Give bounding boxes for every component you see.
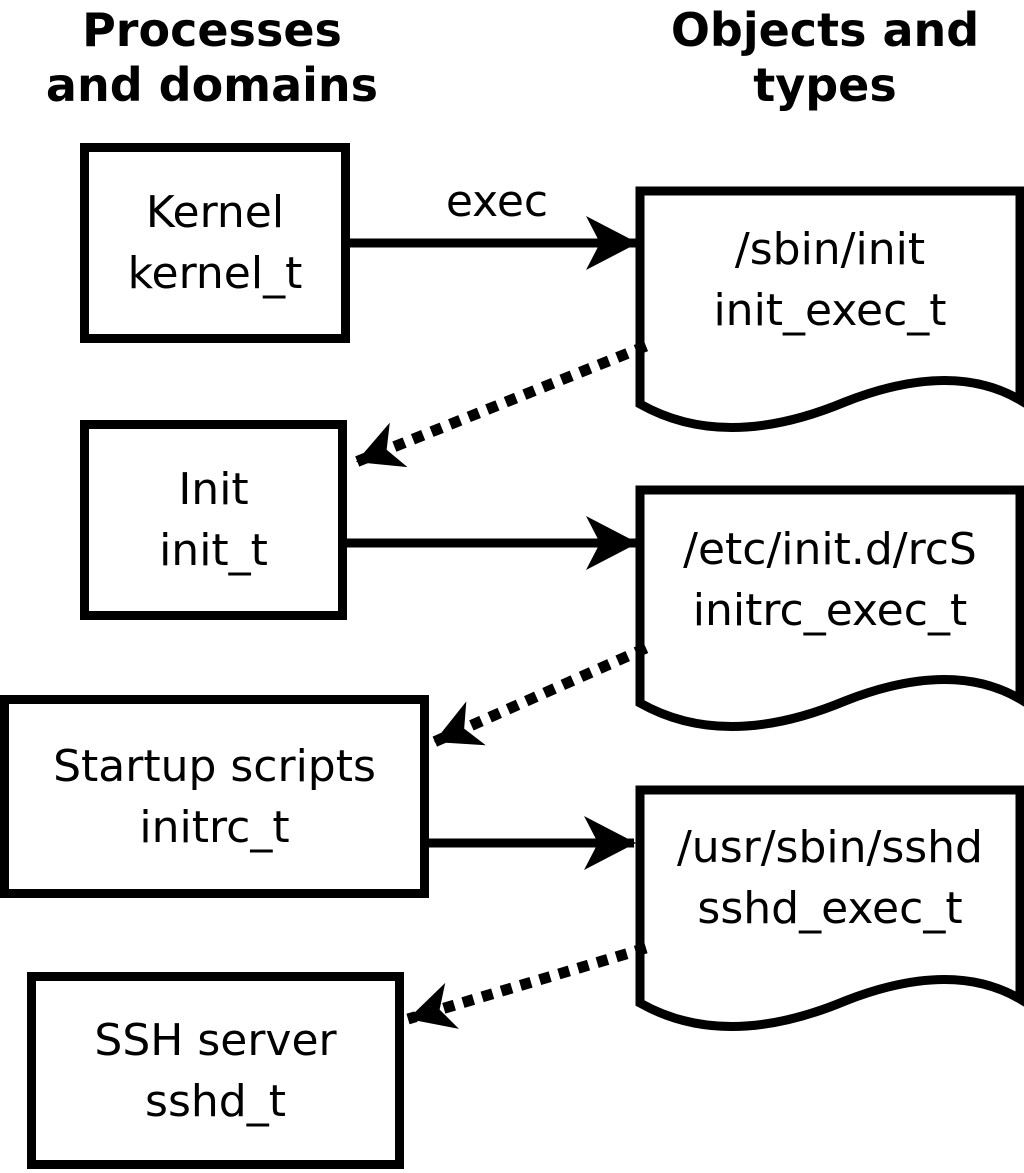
process-type: initrc_t	[139, 801, 290, 853]
exec-arrow-label: exec	[445, 176, 549, 227]
document-shape-etc-initd-rcs	[635, 485, 1024, 731]
transition-arrow-sshdfile-to-sshd	[406, 942, 648, 1029]
document-shape-usr-sbin-sshd	[635, 785, 1024, 1031]
column-header-processes: Processes and domains	[2, 3, 422, 113]
object-path: /etc/init.d/rcS	[683, 524, 977, 575]
object-type: init_exec_t	[713, 285, 947, 336]
object-path: /sbin/init	[734, 224, 926, 275]
column-header-processes-line2: and domains	[45, 58, 379, 112]
transition-arrow-rcsfile-to-initrc	[431, 642, 649, 748]
process-type: sshd_t	[145, 1075, 286, 1127]
column-header-objects-line1: Objects and	[670, 3, 980, 57]
process-name: Kernel	[145, 187, 285, 238]
process-type: init_t	[159, 525, 268, 576]
process-type: kernel_t	[127, 248, 303, 299]
object-type: initrc_exec_t	[692, 585, 968, 636]
process-box-kernel: Kernel kernel_t	[80, 143, 350, 343]
column-header-processes-line1: Processes	[82, 3, 342, 57]
column-header-objects: Objects and types	[615, 3, 1024, 113]
process-name: SSH server	[94, 1014, 337, 1066]
document-shape-sbin-init	[635, 186, 1024, 432]
column-header-objects-line2: types	[753, 58, 897, 112]
process-box-init: Init init_t	[80, 420, 347, 620]
transition-arrow-initfile-to-init	[353, 340, 649, 468]
process-box-ssh-server: SSH server sshd_t	[27, 972, 404, 1169]
object-label-usr-sbin-sshd: /usr/sbin/sshd sshd_exec_t	[640, 817, 1020, 939]
object-label-sbin-init: /sbin/init init_exec_t	[640, 219, 1020, 341]
process-name: Init	[178, 464, 249, 515]
process-name: Startup scripts	[53, 740, 376, 792]
process-box-startup-scripts: Startup scripts initrc_t	[0, 695, 429, 898]
object-path: /usr/sbin/sshd	[676, 822, 983, 873]
object-type: sshd_exec_t	[697, 883, 963, 934]
object-label-etc-initd-rcs: /etc/init.d/rcS initrc_exec_t	[640, 519, 1020, 641]
